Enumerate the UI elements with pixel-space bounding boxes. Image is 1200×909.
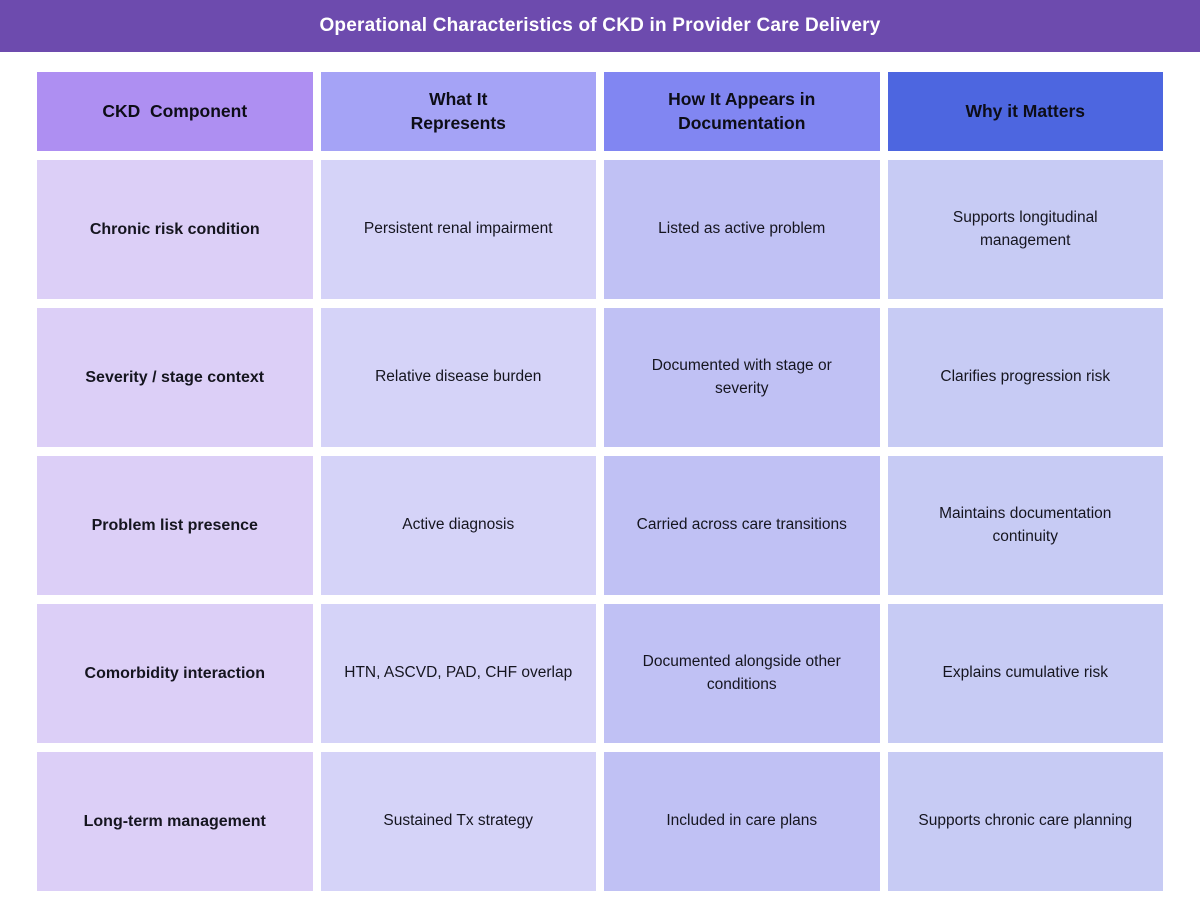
table-cell-documentation: Included in care plans xyxy=(604,752,880,891)
table-cell-documentation: Documented alongside other conditions xyxy=(604,604,880,743)
column-header-what-it-represents: What It Represents xyxy=(320,72,596,151)
table-cell-represents: Persistent renal impairment xyxy=(320,160,596,299)
table-cell-component: Chronic risk condition xyxy=(37,160,313,299)
table-cell-represents: Relative disease burden xyxy=(320,308,596,447)
table-cell-documentation: Carried across care transitions xyxy=(604,456,880,595)
column-header-how-it-appears: How It Appears in Documentation xyxy=(604,72,880,151)
ckd-characteristics-table: CKD Component What It Represents How It … xyxy=(37,72,1163,891)
table-cell-component: Severity / stage context xyxy=(37,308,313,447)
table-cell-represents: HTN, ASCVD, PAD, CHF overlap xyxy=(320,604,596,743)
table-cell-matters: Supports longitudinal management xyxy=(887,160,1163,299)
table-cell-matters: Maintains documentation continuity xyxy=(887,456,1163,595)
table-cell-matters: Explains cumulative risk xyxy=(887,604,1163,743)
table-cell-documentation: Documented with stage or severity xyxy=(604,308,880,447)
table-cell-matters: Clarifies progression risk xyxy=(887,308,1163,447)
table-cell-component: Comorbidity interaction xyxy=(37,604,313,743)
table-cell-component: Problem list presence xyxy=(37,456,313,595)
column-header-ckd-component: CKD Component xyxy=(37,72,313,151)
title-banner: Operational Characteristics of CKD in Pr… xyxy=(0,0,1200,52)
table-cell-represents: Active diagnosis xyxy=(320,456,596,595)
page-title: Operational Characteristics of CKD in Pr… xyxy=(319,15,881,36)
table-cell-represents: Sustained Tx strategy xyxy=(320,752,596,891)
table-cell-component: Long-term management xyxy=(37,752,313,891)
column-header-why-it-matters: Why it Matters xyxy=(887,72,1163,151)
table-cell-documentation: Listed as active problem xyxy=(604,160,880,299)
table-cell-matters: Supports chronic care planning xyxy=(887,752,1163,891)
